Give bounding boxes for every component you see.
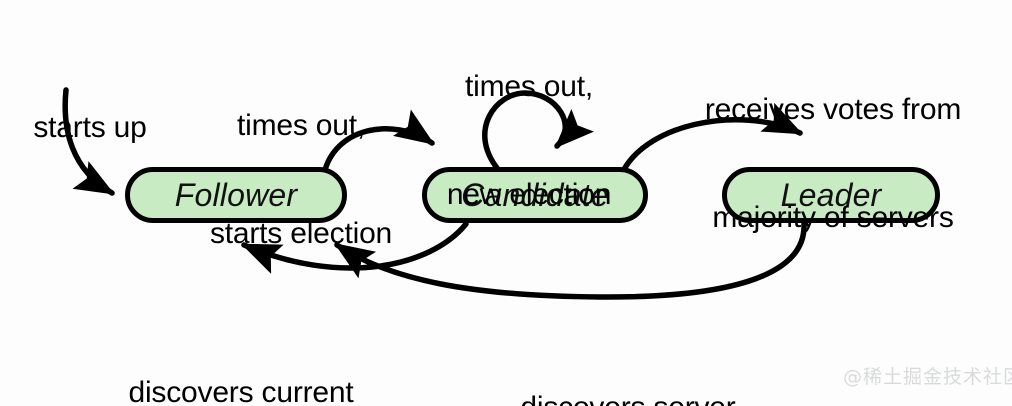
state-label-leader: Leader — [780, 176, 882, 213]
state-label-follower: Follower — [174, 176, 298, 213]
edge-candidate-to-leader — [617, 102, 803, 181]
edge-leader-to-follower — [334, 221, 807, 300]
edge-follower-to-candidate — [321, 109, 435, 177]
edge-candidate-self-loop — [482, 90, 594, 171]
state-node-leader[interactable]: Leader — [722, 167, 940, 223]
edge-starts-up — [62, 87, 115, 196]
edge-candidate-to-follower — [240, 221, 469, 274]
state-label-candidate: Candidate — [461, 176, 609, 213]
state-node-follower[interactable]: Follower — [125, 167, 347, 223]
state-node-candidate[interactable]: Candidate — [422, 167, 648, 223]
